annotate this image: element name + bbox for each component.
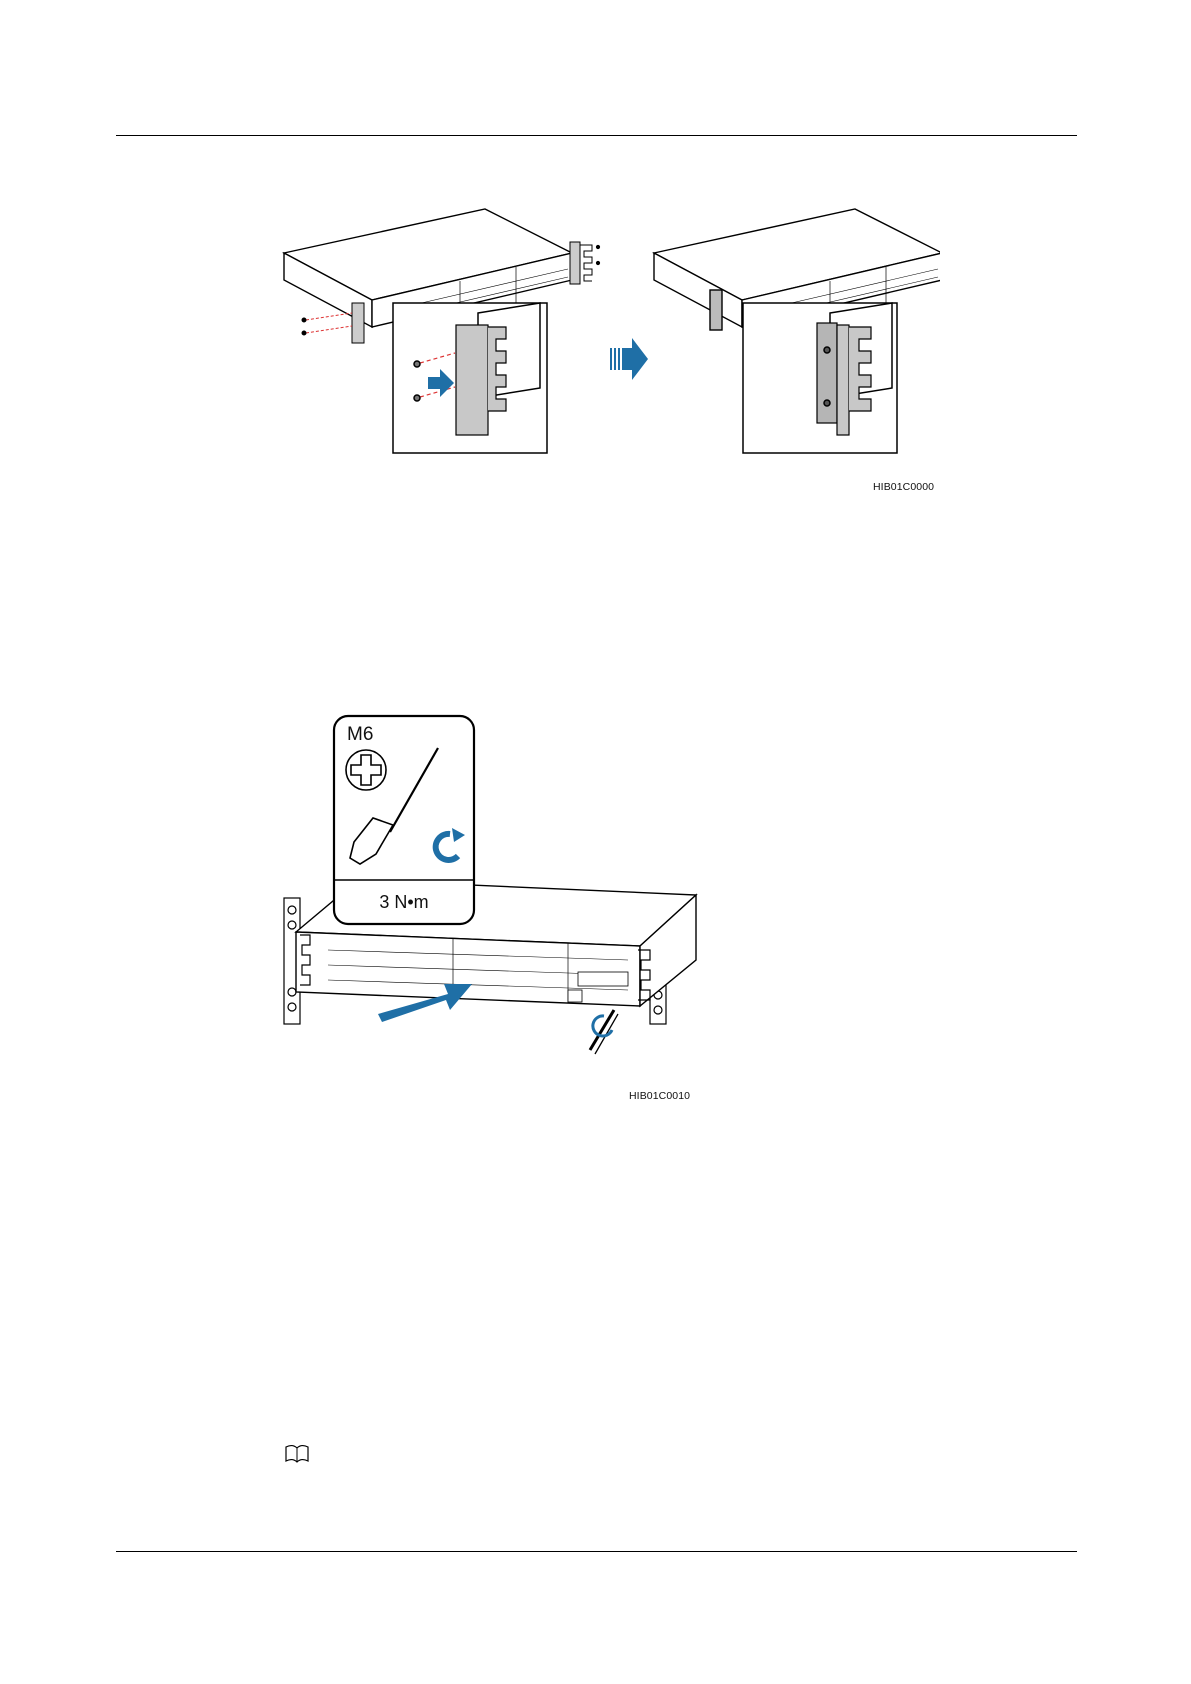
- torque-callout: M6 3 N•m: [334, 716, 474, 924]
- screw-spec-label: M6: [347, 724, 373, 745]
- rack-installation-illustration: M6 3 N•m: [278, 710, 708, 1110]
- right-bracket-small: [570, 242, 600, 284]
- rack-installation-figure: M6 3 N•m: [278, 710, 708, 1110]
- header-rule: [116, 135, 1077, 136]
- left-bracket-small: [302, 303, 364, 343]
- figure-1-id: HIB01C0000: [873, 481, 934, 493]
- inset-before: [393, 303, 547, 453]
- torque-label: 3 N•m: [379, 892, 428, 912]
- footer-rule: [116, 1551, 1077, 1552]
- inset-after: [743, 303, 897, 453]
- bracket-installation-illustration: [280, 205, 940, 505]
- bracket-installation-figure: [280, 205, 940, 505]
- book-note-icon: [284, 1444, 310, 1464]
- figure-2-id: HIB01C0010: [629, 1090, 690, 1102]
- step-arrow: [610, 338, 648, 380]
